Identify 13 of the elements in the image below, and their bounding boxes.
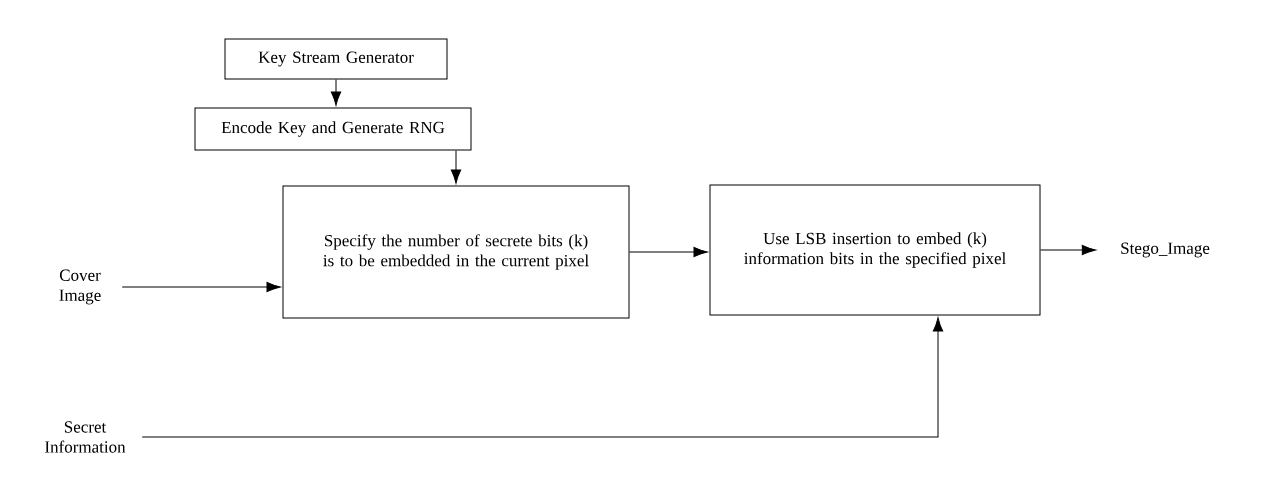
process-box: Encode Key and Generate RNG bbox=[194, 107, 472, 151]
arrow bbox=[450, 150, 462, 184]
arrow bbox=[330, 79, 342, 106]
output-label: Stego_Image bbox=[1121, 242, 1210, 258]
arrow bbox=[1040, 244, 1097, 256]
input-label: Cover Image bbox=[59, 269, 101, 305]
input-label: Secret Information bbox=[45, 421, 126, 453]
process-box: Use LSB insertion to embed (k) information bits in the specified pixel bbox=[709, 184, 1041, 316]
arrow bbox=[629, 246, 708, 258]
process-box: Key Stream Generator bbox=[224, 38, 448, 80]
arrow bbox=[141, 317, 944, 438]
arrow bbox=[121, 281, 281, 293]
process-box: Specify the number of secrete bits (k) is to be embedded in the current pixel bbox=[282, 185, 630, 319]
